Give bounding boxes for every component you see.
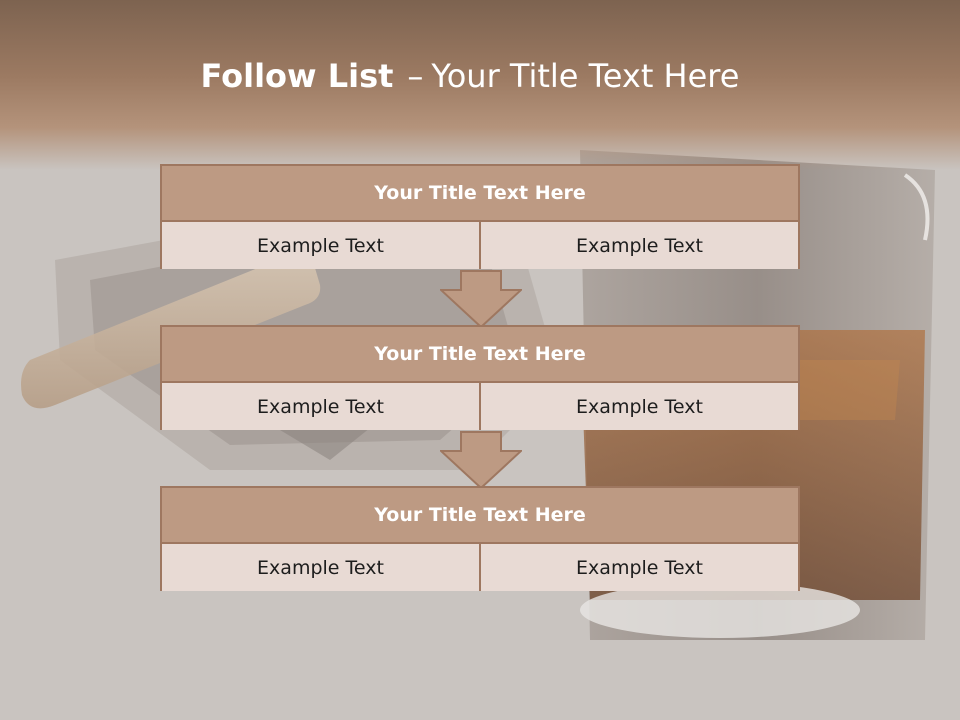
block-cell-left: Example Text: [162, 222, 479, 269]
list-block-2: Your Title Text Here Example Text Exampl…: [160, 325, 800, 430]
block-cell-left: Example Text: [162, 383, 479, 430]
block-title: Your Title Text Here: [162, 327, 798, 383]
block-row: Example Text Example Text: [162, 383, 798, 430]
block-title: Your Title Text Here: [162, 166, 798, 222]
header-band: [0, 0, 960, 170]
slide-title: Follow List–Your Title Text Here: [0, 54, 940, 98]
block-row: Example Text Example Text: [162, 544, 798, 591]
block-cell-right: Example Text: [479, 222, 798, 269]
down-arrow-icon: [440, 270, 522, 328]
block-cell-left: Example Text: [162, 544, 479, 591]
block-cell-right: Example Text: [479, 383, 798, 430]
block-title: Your Title Text Here: [162, 488, 798, 544]
block-row: Example Text Example Text: [162, 222, 798, 269]
list-block-1: Your Title Text Here Example Text Exampl…: [160, 164, 800, 269]
slide-title-bold: Follow List: [200, 57, 394, 95]
list-block-3: Your Title Text Here Example Text Exampl…: [160, 486, 800, 591]
slide-title-rest: Your Title Text Here: [431, 57, 740, 95]
block-cell-right: Example Text: [479, 544, 798, 591]
slide-title-separator: –: [407, 57, 424, 95]
down-arrow-icon: [440, 431, 522, 489]
